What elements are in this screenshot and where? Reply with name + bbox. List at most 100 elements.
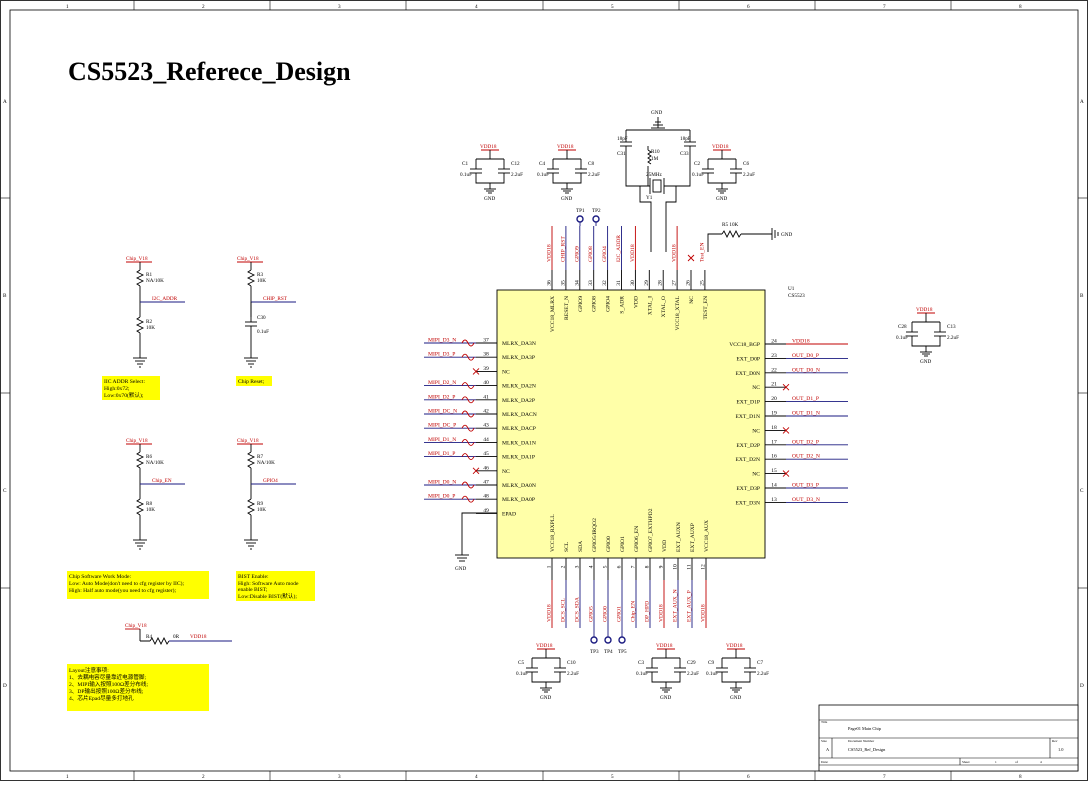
pin-num-45: 45 bbox=[483, 451, 489, 457]
divider-chip-en-rtop-ref: R6 bbox=[146, 454, 152, 460]
divider-chip-en-supply: Chip_V18 bbox=[126, 438, 148, 444]
capgroup-c9-c7-gnd: GND bbox=[730, 695, 741, 701]
net-label-32: GPIO4 bbox=[602, 246, 608, 262]
capgroup-c3-c29-c3-ref: C3 bbox=[638, 660, 644, 666]
c31-ref: C31 bbox=[617, 151, 626, 157]
border-row-left-B: B bbox=[3, 293, 7, 299]
epad-gnd-label: GND bbox=[455, 566, 466, 572]
capgroup-c4-c8-vdd18: VDD18 bbox=[557, 144, 574, 150]
pin-num-47: 47 bbox=[483, 480, 489, 486]
pin-name-42: MLRX_DACN bbox=[502, 412, 537, 418]
capgroup-c2-c6-c6-val: 2.2uF bbox=[743, 172, 755, 178]
nc-mark-21 bbox=[782, 383, 790, 391]
divider-gpio4-rbot-ref: R9 bbox=[257, 501, 263, 507]
divider-i2c-addr-rtop-val: NA/10K bbox=[146, 278, 164, 284]
border-row-left-D: D bbox=[3, 683, 7, 689]
title-block: Title Page01 Main Chip Size A Document N… bbox=[818, 704, 1079, 772]
pin-num-11: 11 bbox=[687, 564, 693, 570]
capgroup-c2-c6-c2-ref: C2 bbox=[694, 161, 700, 167]
divider-i2c-addr-rbot-val: 10K bbox=[146, 325, 155, 331]
pin-name-36: VCC18_MLRX bbox=[550, 296, 556, 332]
nc-mark-26 bbox=[687, 254, 695, 262]
pin-name-10: EXT_AUXN bbox=[676, 522, 682, 552]
divider-gpio4-rtop-val: NA/10K bbox=[257, 460, 275, 466]
capgroup-c5-c10-vdd18: VDD18 bbox=[536, 643, 553, 649]
note-layout-line4: 3、DP输出按照100Ω差分布线; bbox=[69, 687, 144, 695]
net-label-24: VDD18 bbox=[792, 339, 810, 345]
note-i2c-line1: IIC ADDR Select: bbox=[104, 379, 145, 385]
pin-num-32: 32 bbox=[602, 280, 608, 286]
pin-num-14: 14 bbox=[771, 483, 777, 489]
border-row-right-C: C bbox=[1080, 488, 1084, 494]
pin-num-10: 10 bbox=[673, 564, 679, 570]
c33-ref: C33 bbox=[680, 151, 689, 157]
capgroup-c9-c7-c7-ref: C7 bbox=[757, 660, 763, 666]
note-layout-line1: Layout注意事项: bbox=[69, 666, 109, 674]
pin-name-17: EXT_D2P bbox=[736, 443, 760, 449]
pin-num-19: 19 bbox=[771, 411, 777, 417]
net-label-34: GPIO9 bbox=[574, 246, 580, 262]
capgroup-c2-c6-vdd18: VDD18 bbox=[712, 144, 729, 150]
capgroup-c28-c13-c28-val: 0.1uF bbox=[896, 335, 908, 341]
sheet-inner-border bbox=[9, 9, 1079, 772]
divider-chip-en-net: Chip_EN bbox=[152, 478, 172, 484]
pin-num-7: 7 bbox=[631, 565, 637, 568]
net-label-4: GPIO5 bbox=[589, 606, 595, 622]
decoupling-capacitors: VDD18GNDC10.1uFC122.2uFVDD18GNDC40.1uFC8… bbox=[460, 144, 959, 701]
pin-name-4: GPIO5/IRQO2 bbox=[592, 518, 598, 552]
net-label-37: MIPI_D3_N bbox=[428, 338, 456, 344]
pin-num-39: 39 bbox=[483, 366, 489, 372]
pin-num-35: 35 bbox=[560, 280, 566, 286]
capgroup-c4-c8-c8-val: 2.2uF bbox=[588, 172, 600, 178]
pin-num-49: 49 bbox=[483, 508, 489, 514]
test-gnd-label: GND bbox=[781, 232, 792, 238]
capgroup-c5-c10-gnd: GND bbox=[540, 695, 551, 701]
pin-num-24: 24 bbox=[771, 339, 777, 345]
testpoint-top-1 bbox=[576, 215, 584, 223]
net-label-42: MIPI_DC_N bbox=[428, 409, 457, 415]
border-col-bottom-8: 8 bbox=[1019, 774, 1022, 780]
pin-name-5: GPIO0 bbox=[606, 536, 612, 552]
diff-mark-38 bbox=[461, 353, 475, 361]
pin-num-26: 26 bbox=[686, 280, 692, 286]
note-bist-line1: BIST Enable: bbox=[238, 574, 269, 580]
divider-chip-reset-cap-ref: C30 bbox=[257, 315, 266, 321]
pin-name-22: EXT_D0N bbox=[735, 371, 760, 377]
net-label-33: GPIO8 bbox=[588, 246, 594, 262]
border-col-bottom-5: 5 bbox=[611, 774, 614, 780]
diff-mark-43 bbox=[461, 424, 475, 432]
capgroup-c9-c7-vdd18: VDD18 bbox=[726, 643, 743, 649]
capgroup-c3-c29-c29-ref: C29 bbox=[687, 660, 696, 666]
note-work-line2: Low: Auto Mode(don't need to cfg registe… bbox=[69, 580, 184, 587]
border-col-bottom-4: 4 bbox=[475, 774, 478, 780]
pin-name-12: VCC18_AUX bbox=[704, 520, 710, 552]
pin-num-5: 5 bbox=[603, 565, 609, 568]
capgroup-c5-c10-c5-ref: C5 bbox=[518, 660, 524, 666]
capgroup-c5-c10-c10-val: 2.2uF bbox=[567, 671, 579, 677]
note-i2c-addr: IIC ADDR Select: High:0x72; Low:0x70(默认)… bbox=[102, 376, 160, 400]
capgroup-c1-c12-gnd: GND bbox=[484, 196, 495, 202]
border-col-top-4: 4 bbox=[475, 4, 478, 10]
diff-mark-47 bbox=[461, 481, 475, 489]
note-layout: Layout注意事项: 1、去耦电容尽量靠近电源管脚; 2、MIPI输入按照10… bbox=[67, 664, 209, 711]
border-row-left-A: A bbox=[3, 99, 7, 105]
net-label-8: DP_HPD bbox=[645, 601, 651, 622]
divider-chip-reset-supply: Chip_V18 bbox=[237, 256, 259, 262]
testpoint-bottom-label-3: TP3 bbox=[590, 649, 599, 655]
crystal-y1 bbox=[652, 179, 662, 193]
divider-gpio4-rtop-ref: R7 bbox=[257, 454, 263, 460]
diff-mark-44 bbox=[461, 438, 475, 446]
capgroup-c2-c6-c6-ref: C6 bbox=[743, 161, 749, 167]
net-label-27: VDD18 bbox=[672, 244, 678, 262]
note-work-line3: High: Half auto mode(you need to cfg reg… bbox=[69, 587, 176, 594]
capgroup-c3-c29-vdd18: VDD18 bbox=[656, 643, 673, 649]
net-label-2: DCS_SCL bbox=[561, 597, 567, 622]
pin-name-26: NC bbox=[689, 296, 695, 304]
tb-title-value: Page01 Main Chip bbox=[848, 726, 882, 731]
pin-name-25: TEST_EN bbox=[703, 296, 709, 320]
diff-mark-42 bbox=[461, 410, 475, 418]
